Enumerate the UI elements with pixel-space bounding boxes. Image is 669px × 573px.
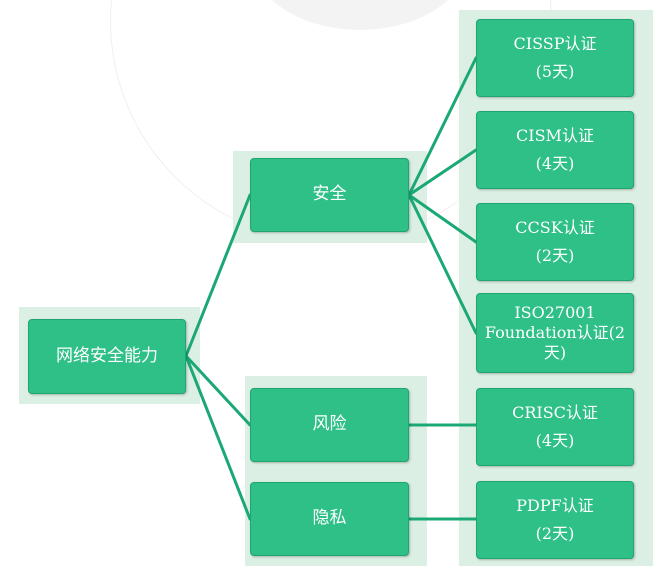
cert-node-cism: CISM认证 (4天) <box>476 111 634 189</box>
cert-label-cism: CISM认证 (4天) <box>516 126 594 173</box>
connector-security-to-ccsk <box>407 193 478 244</box>
category-node-privacy: 隐私 <box>250 482 409 556</box>
connector-root-to-privacy <box>184 354 252 521</box>
category-node-security: 安全 <box>250 158 409 232</box>
connector-security-to-cissp <box>407 56 478 197</box>
root-node-label: 网络安全能力 <box>56 345 158 366</box>
category-label-privacy: 隐私 <box>312 508 347 529</box>
category-label-security: 安全 <box>312 184 347 205</box>
category-label-risk: 风险 <box>312 414 347 435</box>
connector-root-to-risk <box>184 354 252 427</box>
cert-label-pdpf: PDPF认证 (2天) <box>516 496 594 543</box>
cert-node-pdpf: PDPF认证 (2天) <box>476 481 634 559</box>
cert-node-ccsk: CCSK认证 (2天) <box>476 203 634 281</box>
cert-node-cissp: CISSP认证 (5天) <box>476 19 634 97</box>
connector-root-to-security <box>184 193 252 358</box>
cert-label-ccsk: CCSK认证 (2天) <box>515 218 595 265</box>
cert-node-iso27001: ISO27001 Foundation认证(2 天) <box>476 293 634 373</box>
certifications-group-background <box>459 10 653 566</box>
cert-node-crisc: CRISC认证 (4天) <box>476 388 634 466</box>
cert-label-crisc: CRISC认证 (4天) <box>512 403 598 450</box>
connector-security-to-cism <box>407 148 478 197</box>
root-node-cybersecurity-capability: 网络安全能力 <box>28 319 186 394</box>
cert-label-cissp: CISSP认证 (5天) <box>513 34 597 81</box>
cert-label-iso27001: ISO27001 Foundation认证(2 天) <box>484 303 626 362</box>
connector-security-to-iso27001 <box>407 193 478 335</box>
category-node-risk: 风险 <box>250 388 409 462</box>
